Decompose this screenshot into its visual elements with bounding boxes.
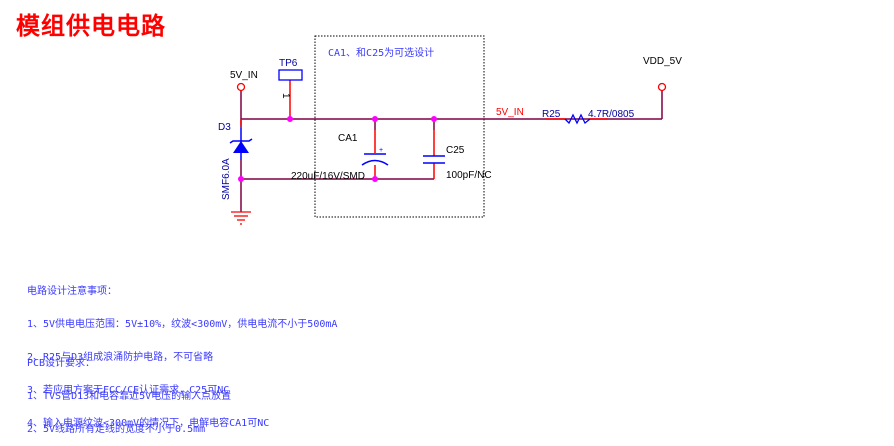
pin-segments — [240, 80, 608, 179]
optional-design-box — [314, 35, 485, 218]
port-label-5v-in: 5V_IN — [230, 70, 258, 81]
port-circle-icon — [657, 82, 667, 92]
cap-ref-c25: C25 — [446, 145, 465, 156]
note-item: 2、R25与D3组成浪涌防护电路，不可省略 — [27, 352, 214, 363]
optional-box-label: CA1、和C25为可选设计 — [328, 46, 434, 59]
cap-value-c25: 100pF/NC — [446, 170, 492, 181]
port-circle-icon — [236, 82, 246, 92]
note-item: 3、若应用方案无FCC/CE认证需求，C25可NC — [27, 385, 230, 396]
port-label-vdd-5v: VDD_5V — [643, 56, 682, 67]
schematic-canvas: CA1、和C25为可选设计 5V_IN VDD_5V TP6 1 — [218, 35, 682, 225]
electrolytic-cap-ca1: + CA1 220uF/16V/SMD — [291, 133, 389, 182]
testpoint-pin-number: 1 — [280, 93, 291, 99]
pcb-item: 1、TVS管D13和电容靠近5V电压的输入点放置 — [27, 391, 232, 402]
resistor-r25: R25 4.7R/0805 — [542, 109, 635, 125]
testpoint-ref: TP6 — [279, 58, 298, 69]
capacitor-c25: C25 100pF/NC — [423, 145, 492, 181]
tvs-diode-d3: D3 SMF6.0A — [218, 122, 253, 200]
testpoint-pad-icon — [278, 69, 303, 81]
cap-value-ca1: 220uF/16V/SMD — [291, 171, 365, 182]
power-port-vdd-5v: VDD_5V — [643, 56, 682, 92]
resistor-ref: R25 — [542, 109, 561, 120]
ground-icon — [231, 211, 251, 225]
cap-ref-ca1: CA1 — [338, 133, 358, 144]
diode-ref: D3 — [218, 122, 231, 133]
pcb-heading: PCB设计要求： — [27, 358, 96, 369]
junctions — [238, 116, 437, 182]
testpoint-tp6: TP6 1 — [278, 58, 303, 99]
junction-dot — [372, 116, 378, 122]
schematic-title: 模组供电电路 — [16, 12, 166, 40]
net-label-5v-in: 5V_IN — [496, 107, 524, 118]
zener-bar-icon — [229, 138, 253, 144]
resistor-zigzag-icon — [564, 113, 591, 125]
cap-plate-curved-icon — [361, 159, 389, 166]
diode-value: SMF6.0A — [221, 158, 232, 200]
junction-dot — [287, 116, 293, 122]
junction-dot — [238, 176, 244, 182]
pcb-design-notes: PCB设计要求： 1、TVS管D13和电容靠近5V电压的输入点放置 2、5V线路… — [27, 336, 231, 446]
junction-dot — [431, 116, 437, 122]
diode-triangle-icon — [233, 141, 249, 153]
polarity-plus: + — [379, 147, 383, 154]
power-port-5v-in: 5V_IN — [230, 70, 258, 92]
notes-heading: 电路设计注意事项： — [27, 286, 117, 297]
pcb-item: 2、5V线路所有走线的宽度不小于0.5mm — [27, 424, 206, 435]
junction-dot — [372, 176, 378, 182]
note-item: 1、5V供电电压范围：5V±10%，纹波<300mV，供电电流不小于500mA — [27, 319, 338, 330]
resistor-value: 4.7R/0805 — [588, 109, 635, 120]
